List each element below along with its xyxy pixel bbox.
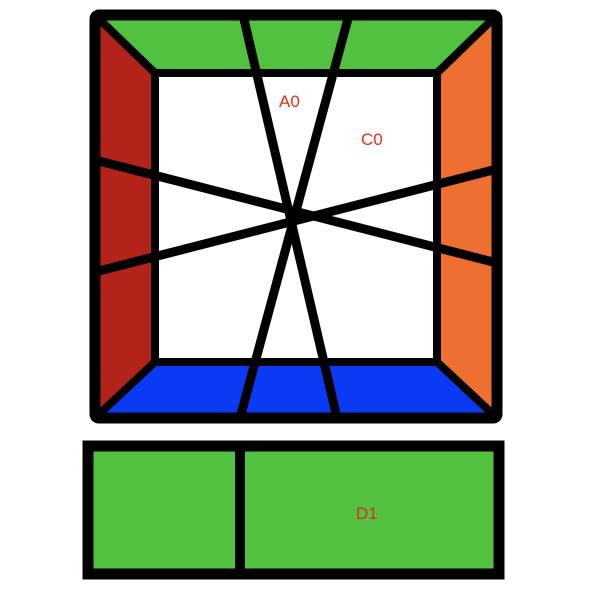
- middle-slice-right-piece: [240, 446, 499, 574]
- bottom-band: [95, 362, 497, 418]
- middle-layer: D1: [82, 440, 505, 580]
- top-layer: A0 C0: [89, 9, 503, 424]
- inner-outline: [151, 69, 441, 366]
- label-c0: C0: [361, 130, 383, 149]
- corner-line-top-right: [433, 11, 501, 77]
- corner-line-bottom-left: [91, 358, 159, 422]
- cut-line-left-upper-right-lower: [93, 155, 499, 268]
- left-band: [95, 15, 155, 418]
- cut-line-left-lower-right-upper: [93, 164, 499, 277]
- corner-line-bottom-right: [433, 358, 501, 422]
- middle-layer-border: [82, 440, 505, 580]
- right-band: [437, 15, 497, 418]
- corner-line-top-left: [91, 11, 159, 77]
- label-d1: D1: [356, 504, 378, 523]
- corner-lines: [91, 11, 501, 422]
- top-band: [95, 15, 497, 73]
- middle-slice-left-piece: [88, 446, 240, 574]
- piece-cuts: [93, 13, 499, 420]
- top-layer-border: [89, 9, 503, 424]
- label-a0: A0: [279, 92, 300, 111]
